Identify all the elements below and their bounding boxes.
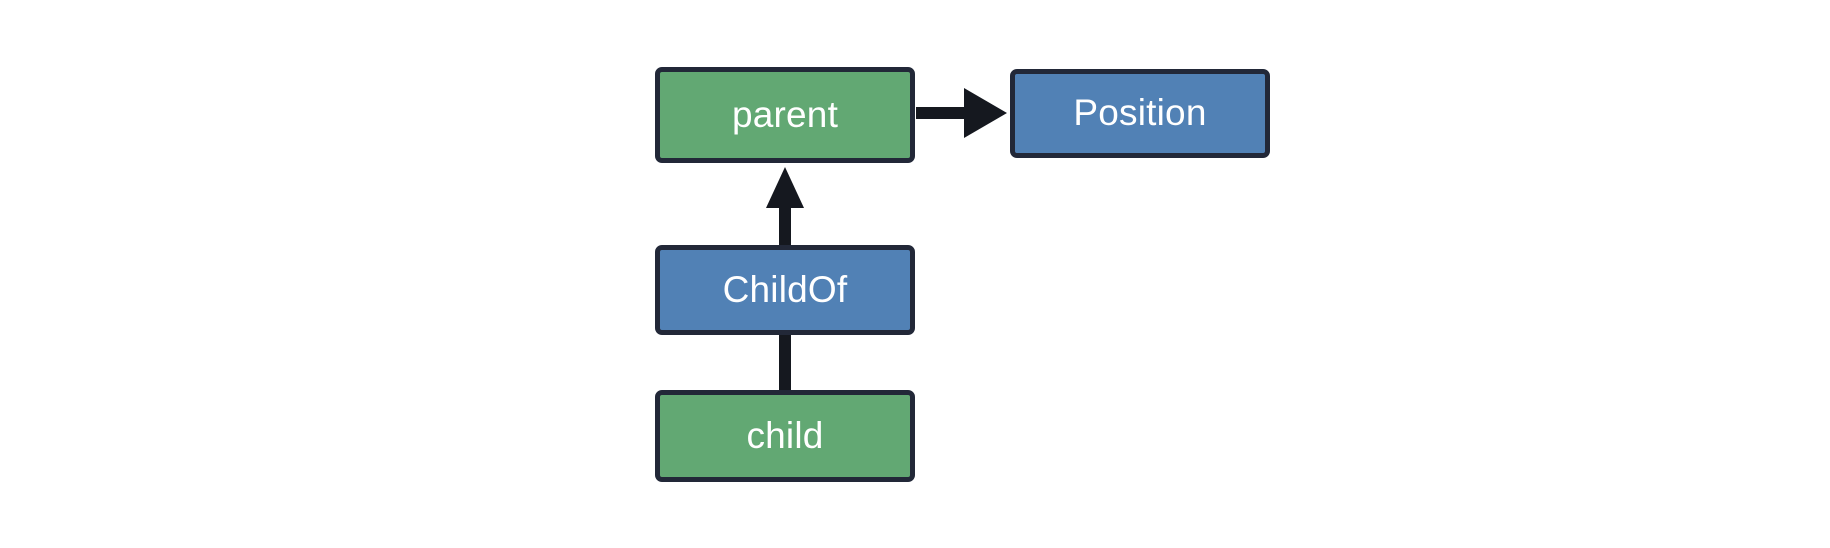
edge-parent-to-position [916,88,1007,138]
node-child-label: child [746,414,824,456]
node-position-label: Position [1073,92,1207,133]
edge-child-to-childof [779,333,791,392]
node-child[interactable]: child [655,390,915,482]
node-childof-label: ChildOf [722,268,848,310]
node-childof[interactable]: ChildOf [655,245,915,335]
node-position[interactable]: Position [1010,69,1270,158]
node-parent-label: parent [731,93,839,135]
node-parent[interactable]: parent [655,67,915,163]
edge-childof-to-parent [766,167,804,246]
